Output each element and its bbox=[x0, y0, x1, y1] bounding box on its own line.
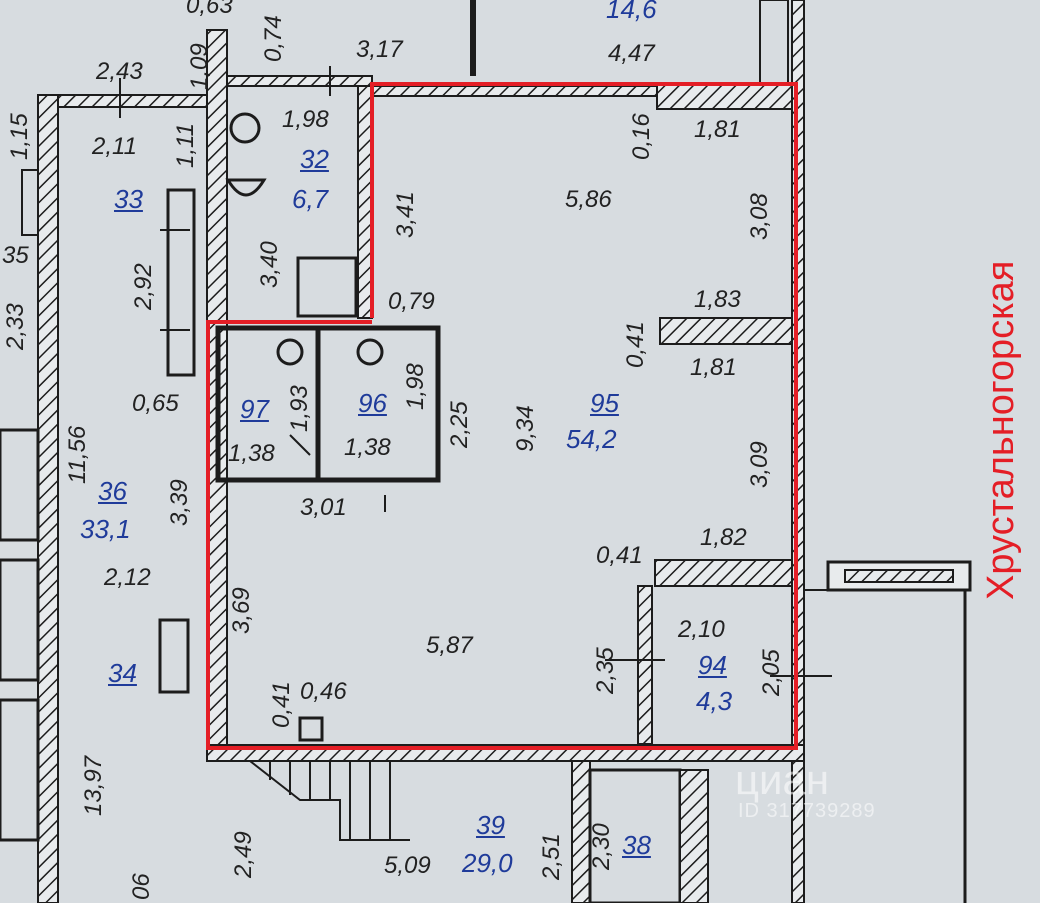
dim-label: 1,38 bbox=[228, 440, 275, 467]
dim-label: 3,39 bbox=[166, 479, 193, 526]
room-number-94: 94 bbox=[698, 650, 727, 680]
dim-label: 3,09 bbox=[746, 441, 773, 488]
dim-label: 2,11 bbox=[92, 133, 137, 160]
dim-label: 1,15 bbox=[6, 113, 33, 160]
partition-stubs bbox=[298, 317, 793, 745]
room-area-36: 33,1 bbox=[80, 514, 131, 544]
dim-label: 1,09 bbox=[186, 43, 213, 90]
dim-label: 0,74 bbox=[260, 15, 287, 62]
dim-label: 1,82 bbox=[700, 524, 747, 551]
dimension-lines bbox=[119, 66, 832, 677]
dim-label: 3,17 bbox=[356, 36, 403, 63]
dim-label: 0,41 bbox=[268, 681, 295, 728]
room-number-38: 38 bbox=[622, 830, 651, 860]
dim-label: 0,16 bbox=[628, 113, 655, 160]
neighbor-area: 14,6 bbox=[606, 0, 657, 24]
dim-label: 0,41 bbox=[596, 542, 643, 569]
dim-label: 2,35 bbox=[592, 647, 619, 694]
left-exterior-wall bbox=[0, 94, 59, 903]
room-number-95: 95 bbox=[590, 388, 619, 418]
window-33 bbox=[166, 188, 196, 377]
bottom-right-walls bbox=[571, 589, 967, 903]
room-area-95: 54,2 bbox=[566, 424, 617, 454]
dim-label: 3,41 bbox=[392, 191, 419, 238]
dim-label: 5,09 bbox=[384, 852, 431, 879]
dim-label: 3,40 bbox=[256, 241, 283, 288]
bathrooms-97-96 bbox=[215, 325, 441, 483]
dim-label: 0,46 bbox=[300, 678, 347, 705]
dim-label: 0,65 bbox=[132, 390, 179, 417]
dim-label: 5,87 bbox=[426, 632, 473, 659]
dim-label: 2,12 bbox=[104, 564, 151, 591]
dim-label: 9,34 bbox=[512, 405, 539, 452]
room-number-33: 33 bbox=[114, 184, 143, 214]
stairs bbox=[249, 760, 410, 841]
dim-label: 1,98 bbox=[282, 106, 329, 133]
dim-label: 2,05 bbox=[758, 649, 785, 696]
room-number-32: 32 bbox=[300, 144, 329, 174]
dim-label: 2,33 bbox=[2, 303, 29, 350]
room-area-94: 4,3 bbox=[696, 686, 733, 716]
dim-label: 2,43 bbox=[96, 58, 143, 85]
room-area-32: 6,7 bbox=[292, 184, 329, 214]
dim-label: 2,10 bbox=[678, 616, 725, 643]
room-number-36: 36 bbox=[98, 476, 127, 506]
dim-label: 2,92 bbox=[130, 263, 157, 310]
dim-label: 0,41 bbox=[622, 321, 649, 368]
dim-label: 1,81 bbox=[694, 116, 741, 143]
dim-label: 2,30 bbox=[588, 823, 615, 870]
top-walls bbox=[57, 0, 805, 903]
dim-label: 0,79 bbox=[388, 288, 435, 315]
dim-label: 2,49 bbox=[230, 831, 257, 878]
room-number-96: 96 bbox=[358, 388, 387, 418]
dim-label: 06 bbox=[128, 873, 155, 900]
entrance-door bbox=[826, 560, 972, 592]
street-name: Хрустальногорская bbox=[980, 260, 1022, 600]
dim-label: 35 bbox=[2, 242, 29, 269]
apartment-boundary bbox=[206, 82, 798, 750]
dim-label: 11,56 bbox=[64, 425, 91, 484]
watermark-brand: циан bbox=[735, 756, 830, 803]
room-number-97: 97 bbox=[240, 394, 269, 424]
dim-label: 13,97 bbox=[80, 755, 107, 816]
dim-label: 3,69 bbox=[228, 587, 255, 634]
room-number-34: 34 bbox=[108, 658, 137, 688]
dim-label: 1,83 bbox=[694, 286, 741, 313]
dim-label: 1,38 bbox=[344, 434, 391, 461]
window-34 bbox=[158, 618, 190, 694]
room-area-39: 29,0 bbox=[462, 848, 513, 878]
room-number-39: 39 bbox=[476, 810, 505, 840]
dim-label: 1,81 bbox=[690, 354, 737, 381]
dim-label: 2,25 bbox=[446, 401, 473, 448]
dim-label: 0,63 bbox=[186, 0, 233, 19]
dim-label: 4,47 bbox=[608, 40, 655, 67]
bathroom-32-fixtures bbox=[225, 85, 373, 319]
dim-label: 1,98 bbox=[402, 363, 429, 410]
dim-label: 2,51 bbox=[538, 833, 565, 880]
dim-label: 1,11 bbox=[172, 123, 199, 168]
dim-label: 3,08 bbox=[746, 193, 773, 240]
watermark-id: ID 317739289 bbox=[738, 800, 876, 822]
dim-label: 3,01 bbox=[300, 494, 347, 521]
dim-label: 1,93 bbox=[286, 385, 313, 432]
dim-label: 5,86 bbox=[565, 186, 612, 213]
